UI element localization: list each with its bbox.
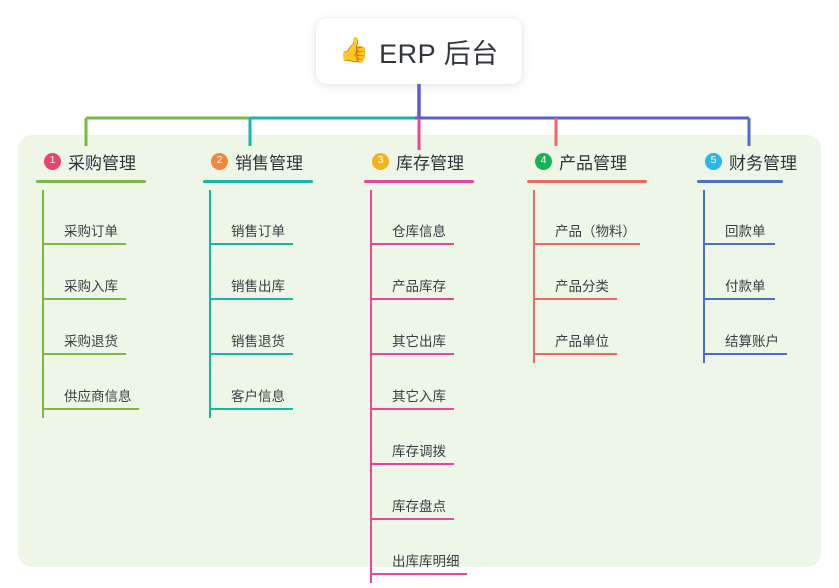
root-node-card[interactable]: 👍 ERP 后台 [316,18,522,84]
leaf-label: 付款单 [725,279,766,294]
leaf-item[interactable]: 采购退货 [42,308,126,355]
leaf-item[interactable]: 回款单 [703,198,775,245]
leaf-label: 其它入库 [392,389,446,404]
leaf-item[interactable]: 其它入库 [370,363,454,410]
leaf-underline [370,353,454,355]
column-stem-2 [209,190,211,418]
leaf-underline [209,408,293,410]
leaf-underline [42,353,126,355]
leaf-underline [370,463,454,465]
leaf-label: 回款单 [725,224,766,239]
leaf-item[interactable]: 结算账户 [703,308,787,355]
column-underline-5 [697,180,783,183]
leaf-item[interactable]: 销售退货 [209,308,293,355]
leaf-item[interactable]: 产品（物料） [533,198,640,245]
leaf-label: 库存调拨 [392,444,446,459]
leaf-underline [703,298,775,300]
leaf-item[interactable]: 库存调拨 [370,418,454,465]
leaf-label: 采购订单 [64,224,118,239]
column-header-5[interactable]: 5 财务管理 [697,148,823,174]
column-title-4: 产品管理 [559,153,627,173]
leaf-item[interactable]: 产品单位 [533,308,617,355]
column-2: 2 销售管理销售订单销售出库销售退货客户信息 [203,148,353,418]
leaf-item[interactable]: 产品库存 [370,253,454,300]
column-4: 4 产品管理产品（物料） 产品分类产品单位 [527,148,687,363]
leaf-item[interactable]: 其它出库 [370,308,454,355]
column-header-3[interactable]: 3 库存管理 [364,148,514,174]
leaf-underline [533,298,617,300]
leaf-label: 结算账户 [725,334,779,349]
leaf-label: 产品单位 [555,334,609,349]
leaf-underline [703,243,775,245]
root-node-title: ERP 后台 [379,38,499,69]
column-5: 5 财务管理回款单付款单结算账户 [697,148,823,363]
leaf-underline [209,353,293,355]
column-badge-2: 2 [211,152,228,170]
root-node-content: 👍 ERP 后台 [339,32,498,71]
leaf-underline [42,243,126,245]
column-badge-1: 1 [44,152,61,170]
column-stem-1 [42,190,44,418]
leaf-label: 库存盘点 [392,499,446,514]
leaf-item[interactable]: 付款单 [703,253,775,300]
column-badge-5: 5 [705,152,722,170]
leaf-label: 其它出库 [392,334,446,349]
column-1: 1 采购管理采购订单采购入库采购退货供应商信息 [36,148,186,418]
column-title-1: 采购管理 [68,153,136,173]
leaf-label: 销售退货 [231,334,285,349]
column-header-1[interactable]: 1 采购管理 [36,148,186,174]
leaf-label: 客户信息 [231,389,285,404]
leaf-label: 仓库信息 [392,224,446,239]
leaf-underline [533,243,640,245]
leaf-item[interactable]: 销售出库 [209,253,293,300]
leaf-item[interactable]: 仓库信息 [370,198,454,245]
leaf-underline [370,518,454,520]
column-title-3: 库存管理 [396,153,464,173]
leaf-item[interactable]: 产品分类 [533,253,617,300]
leaf-label: 产品分类 [555,279,609,294]
leaf-label: 销售出库 [231,279,285,294]
leaf-underline [370,573,467,575]
column-underline-4 [527,180,647,183]
column-stem-4 [533,190,535,363]
leaf-item[interactable]: 出库库明细 [370,528,467,575]
column-underline-3 [364,180,474,183]
leaf-underline [533,353,617,355]
leaf-underline [703,353,787,355]
leaf-label: 销售订单 [231,224,285,239]
leaf-item[interactable]: 客户信息 [209,363,293,410]
leaf-label: 产品库存 [392,279,446,294]
column-underline-1 [36,180,146,183]
leaf-item[interactable]: 销售订单 [209,198,293,245]
column-3: 3 库存管理仓库信息产品库存其它出库其它入库库存调拨库存盘点出库库明细 [364,148,514,583]
leaf-underline [42,298,126,300]
leaf-underline [370,298,454,300]
column-stem-3 [370,190,372,583]
leaf-label: 采购入库 [64,279,118,294]
leaf-label: 出库库明细 [392,554,460,569]
leaf-underline [42,408,139,410]
leaf-label: 产品（物料） [555,224,636,239]
background-panel [18,135,821,567]
leaf-underline [209,243,293,245]
leaf-item[interactable]: 库存盘点 [370,473,454,520]
column-badge-3: 3 [372,152,389,170]
leaf-underline [209,298,293,300]
column-header-4[interactable]: 4 产品管理 [527,148,687,174]
column-stem-5 [703,190,705,363]
column-header-2[interactable]: 2 销售管理 [203,148,353,174]
leaf-item[interactable]: 采购入库 [42,253,126,300]
column-underline-2 [203,180,313,183]
leaf-label: 采购退货 [64,334,118,349]
leaf-item[interactable]: 供应商信息 [42,363,139,410]
leaf-underline [370,243,454,245]
column-badge-4: 4 [535,152,552,170]
leaf-item[interactable]: 采购订单 [42,198,126,245]
leaf-label: 供应商信息 [64,389,132,404]
thumbs-up-icon: 👍 [339,37,370,64]
leaf-underline [370,408,454,410]
column-title-5: 财务管理 [729,153,797,173]
column-title-2: 销售管理 [235,153,303,173]
